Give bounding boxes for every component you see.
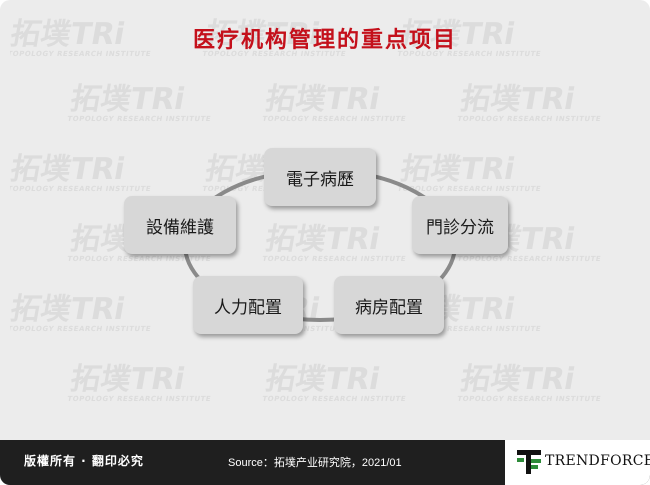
trendforce-logo: TRENDFORCE — [505, 440, 650, 485]
trendforce-logo-icon — [517, 450, 541, 474]
node-outpatient-triage: 門診分流 — [412, 196, 508, 254]
node-ward-allocation: 病房配置 — [334, 276, 444, 334]
node-label: 電子病歷 — [286, 169, 354, 190]
node-label: 病房配置 — [355, 297, 423, 318]
node-electronic-records: 電子病歷 — [264, 148, 376, 206]
node-equipment-maintenance: 設備維護 — [124, 196, 236, 254]
page-title: 医疗机构管理的重点项目 — [192, 27, 457, 53]
node-staffing: 人力配置 — [193, 276, 303, 334]
slide-background — [10, 10, 640, 440]
node-label: 設備維護 — [146, 217, 214, 238]
source-text: Source：拓墣产业研究院，2021/01 — [228, 457, 402, 469]
node-label: 人力配置 — [214, 297, 282, 318]
node-label: 門診分流 — [426, 217, 494, 238]
logo-text: TRENDFORCE — [545, 453, 650, 469]
copyright-text: 版權所有 · 翻印必究 — [24, 454, 144, 468]
